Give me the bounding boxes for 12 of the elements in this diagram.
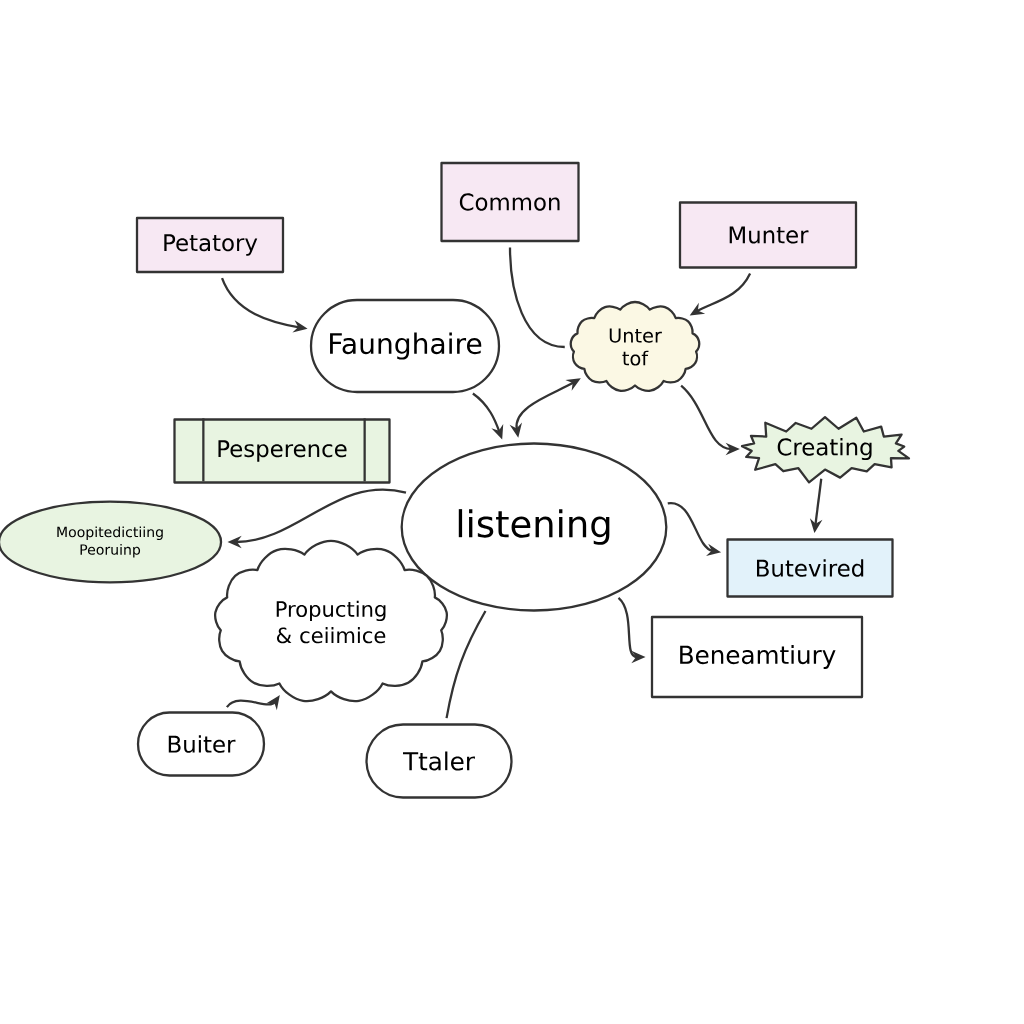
label-box: Common xyxy=(440,161,580,243)
label-box: Petatory xyxy=(135,216,285,274)
rounded-box: Buiter xyxy=(136,711,266,777)
cloud-bubble: Propucting & ceiimice xyxy=(214,539,448,703)
cloud-bubble: Unter tof xyxy=(569,300,701,392)
oval-bubble: Moopitedictiing Peoruinp xyxy=(0,500,223,584)
label-box: Munter xyxy=(678,201,858,269)
label-box: Beneamtiury xyxy=(650,615,864,699)
central-bubble: listening xyxy=(400,442,668,612)
rounded-box: Faunghaire xyxy=(309,298,501,394)
label-box: Butevired xyxy=(726,538,894,598)
starburst-bubble: Creating xyxy=(740,415,911,484)
